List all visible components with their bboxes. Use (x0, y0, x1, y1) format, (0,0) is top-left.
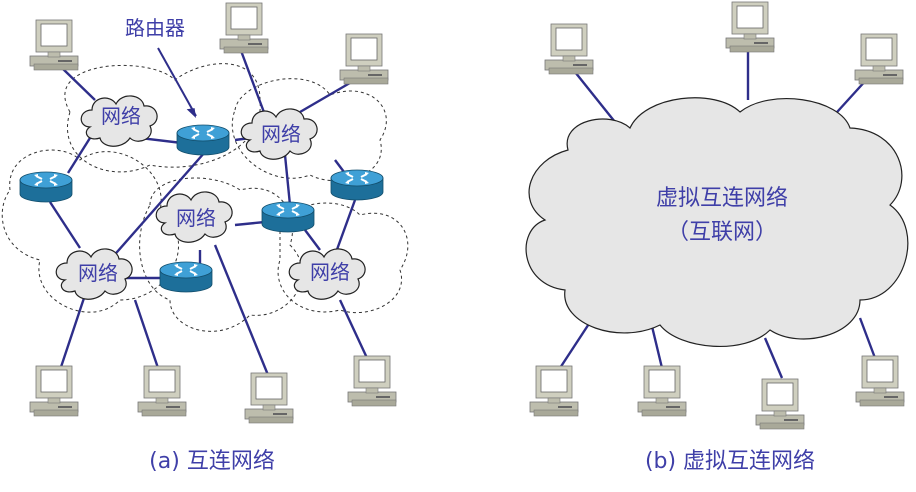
caption-a: (a) 互连网络 (149, 449, 275, 474)
router-icon (159, 261, 213, 293)
network-label: 网络 (310, 260, 350, 284)
computer-icon (855, 355, 905, 407)
computer-icon (725, 1, 775, 53)
diagram-b: 虚拟互连网络 （互联网） (b) 虚拟互连网络 (525, 1, 909, 474)
caption-b: (b) 虚拟互连网络 (645, 449, 815, 474)
computer-icon (219, 2, 269, 54)
internet-cloud (525, 97, 909, 347)
router-icon (330, 169, 384, 201)
virtual-network-subtitle: （互联网） (667, 220, 777, 245)
computer-icon (854, 33, 904, 85)
router-icon (261, 201, 315, 233)
computer-icon (29, 19, 79, 71)
network-label: 网络 (78, 261, 118, 285)
network-cloud-5: 网络 (288, 248, 366, 300)
virtual-network-title: 虚拟互连网络 (656, 186, 788, 211)
network-cloud-1: 网络 (80, 95, 158, 147)
router-icon (176, 124, 230, 156)
computer-icon (244, 372, 294, 424)
computer-icon (637, 365, 687, 417)
computer-icon (347, 355, 397, 407)
network-label: 网络 (176, 206, 216, 230)
router-label: 路由器 (125, 16, 185, 40)
diagram-a: 网络 网络 网络 网络 网络 路由器 (1, 2, 409, 474)
network-label: 网络 (101, 104, 141, 128)
network-label: 网络 (261, 122, 301, 146)
router-icon (19, 171, 73, 203)
computer-icon (529, 365, 579, 417)
computer-icon (544, 23, 594, 75)
computer-icon (755, 378, 805, 430)
network-cloud-2: 网络 (240, 108, 318, 160)
links-a (48, 47, 369, 376)
router-callout: 路由器 (125, 16, 197, 118)
network-cloud-3: 网络 (155, 191, 233, 243)
computer-icon (29, 365, 79, 417)
computer-icon (137, 365, 187, 417)
network-cloud-4: 网络 (55, 248, 133, 300)
computer-icon (339, 33, 389, 85)
